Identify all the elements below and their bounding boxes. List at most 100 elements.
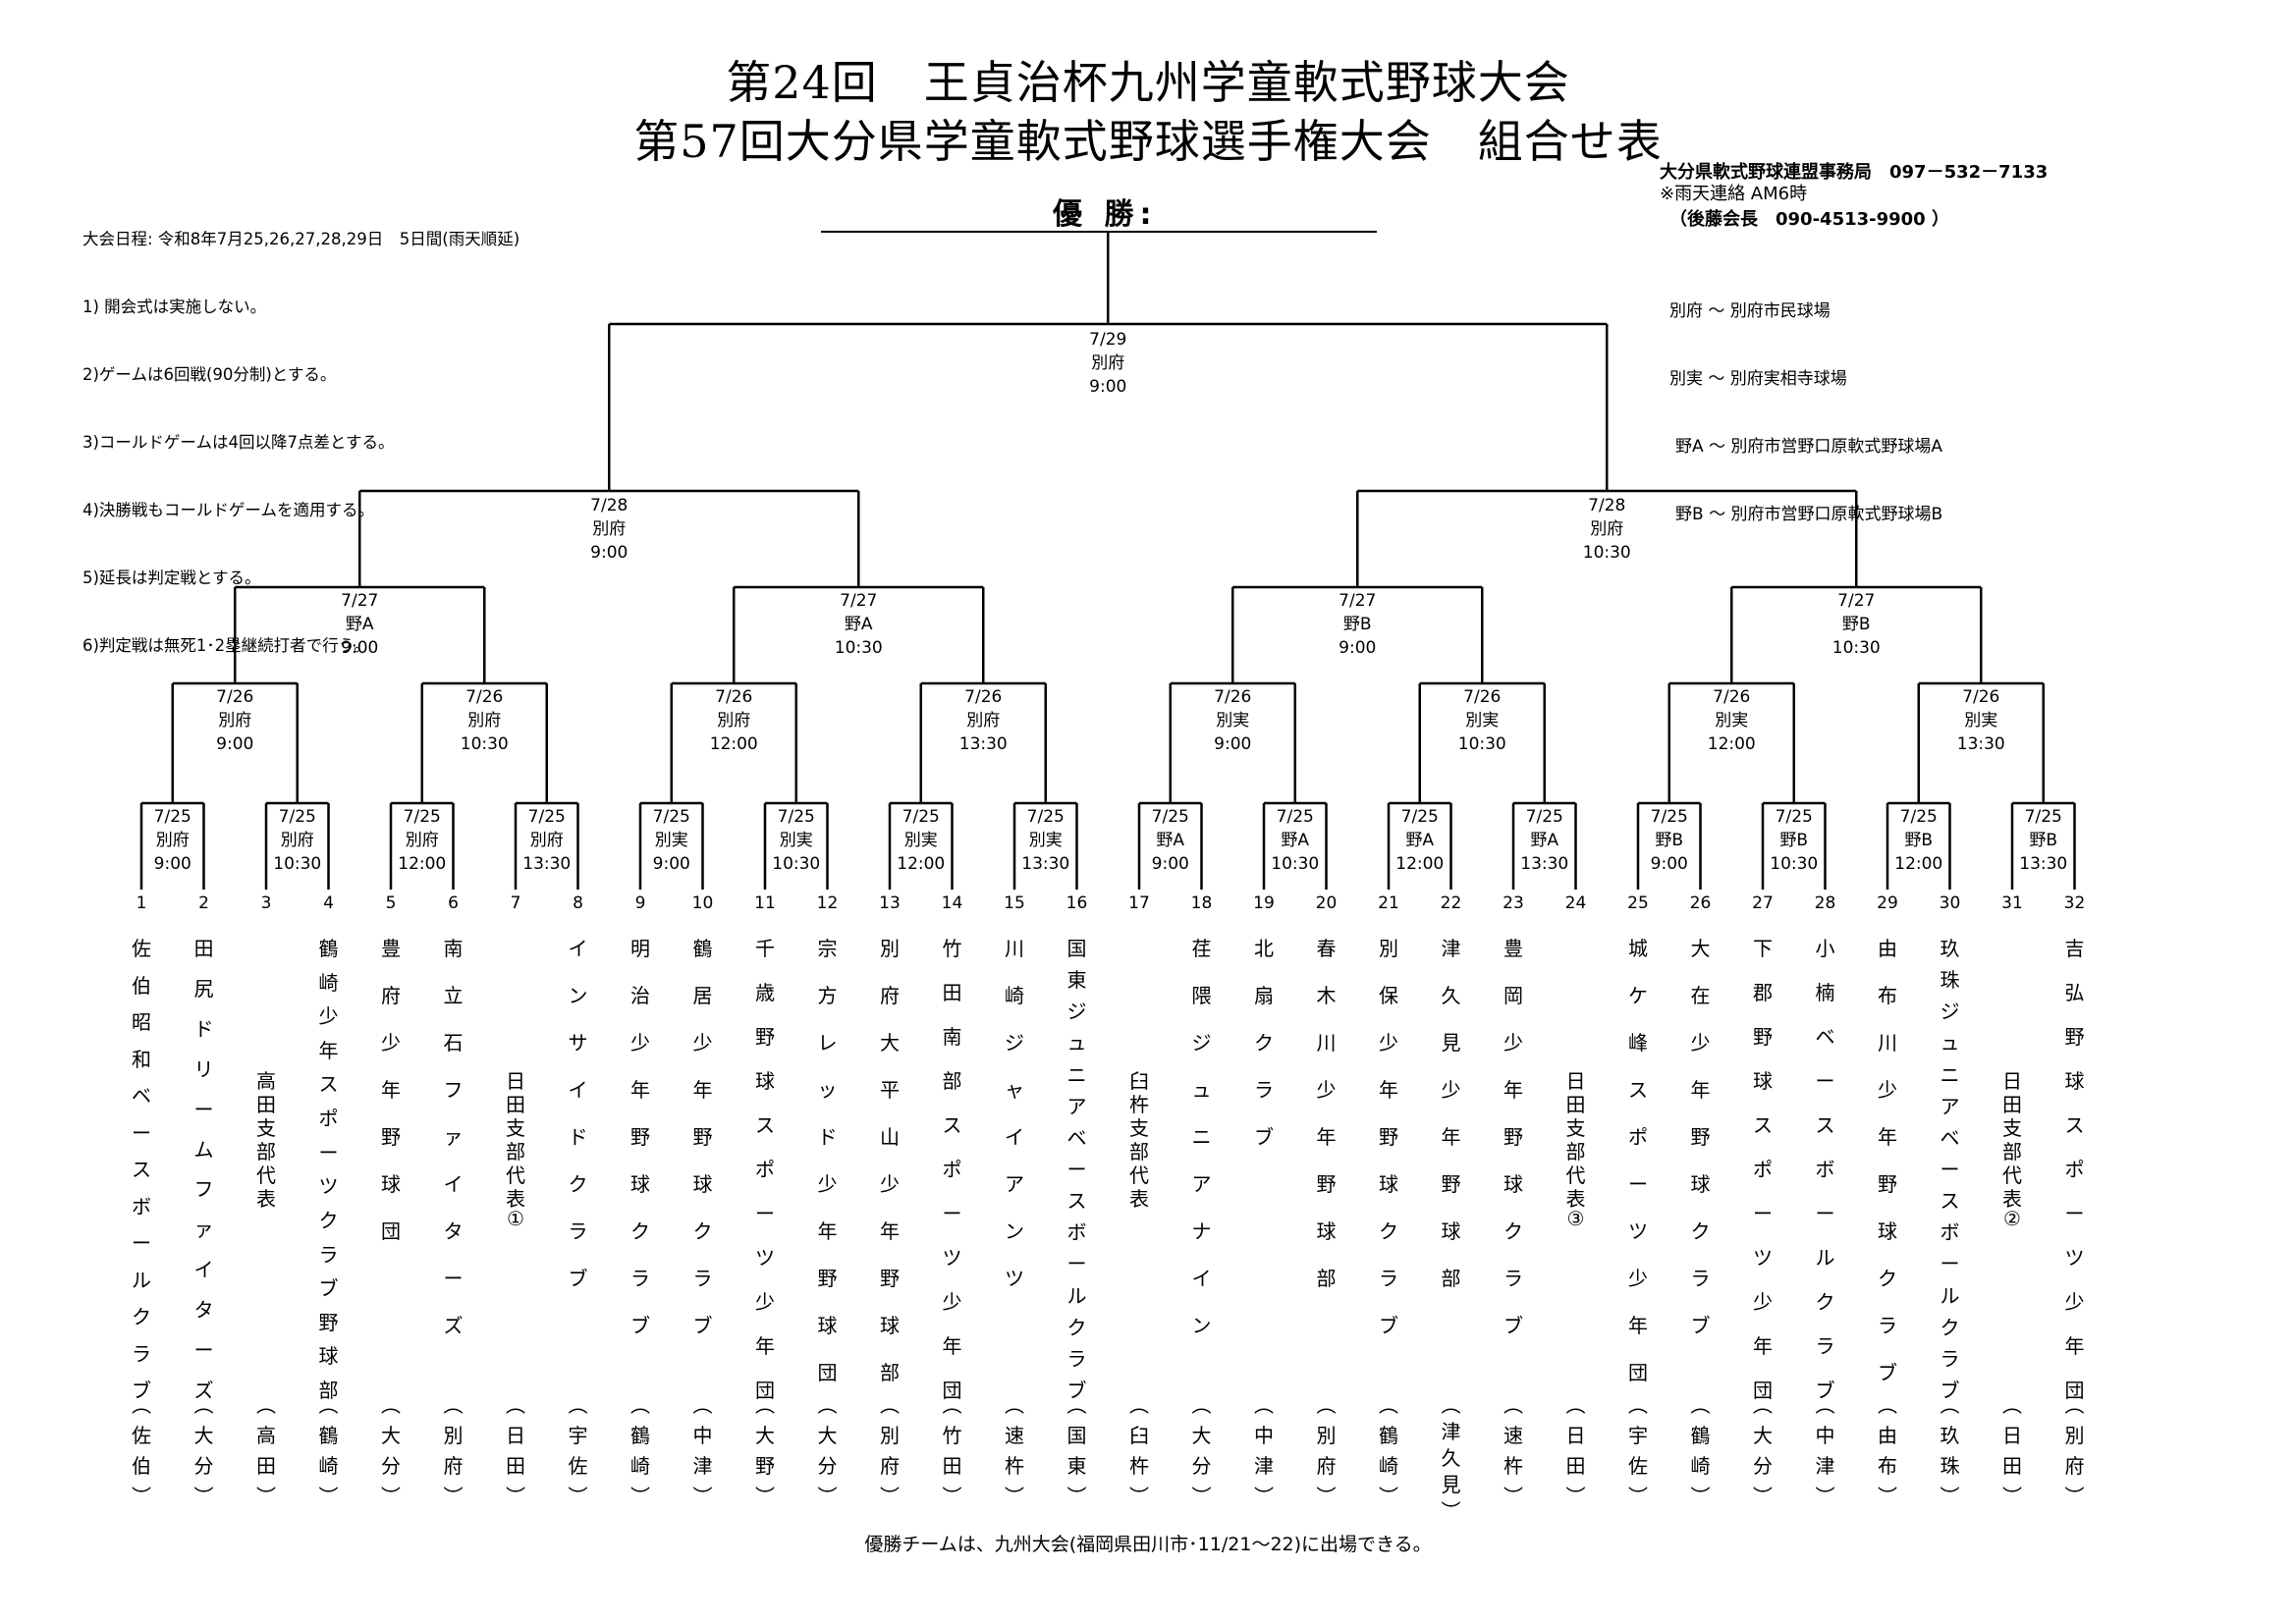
team-name-char: 年 — [817, 1219, 838, 1243]
team-name-char: 球 — [2064, 1069, 2085, 1093]
team-area-char: ︶ — [1878, 1485, 1897, 1508]
team-name-char: 治 — [630, 984, 650, 1007]
team-name-char: イ — [1191, 1267, 1212, 1290]
match-venue: 別府 — [280, 831, 314, 850]
team-name-char: 団 — [1628, 1361, 1648, 1384]
team-name-char: フ — [193, 1177, 214, 1202]
team-name-char: 別 — [880, 937, 900, 960]
team-name-char: 球 — [1878, 1219, 1897, 1243]
team-name-char: 田 — [942, 981, 962, 1004]
team-area-char: 速 — [1503, 1424, 1523, 1447]
team-name-char: 宗 — [817, 937, 838, 960]
team-name-char: 府 — [381, 984, 401, 1007]
team-name-char: 表 — [1129, 1187, 1149, 1211]
team-area-char: ︶ — [1129, 1485, 1149, 1508]
team-name-char: 少 — [1503, 1031, 1523, 1055]
rain-contact: ※雨天連絡 AM6時 — [1660, 184, 1808, 204]
team-name-char: ブ — [318, 1276, 339, 1301]
team-area-char: ︵ — [1753, 1393, 1773, 1417]
seat-number: 11 — [754, 893, 776, 913]
match-time: 12:00 — [1707, 734, 1756, 754]
match-time: 12:00 — [1395, 854, 1445, 874]
team-area-char: ︵ — [1254, 1393, 1274, 1417]
match-venue: 別実 — [1216, 711, 1250, 731]
team-name-char: 野 — [692, 1125, 713, 1149]
team-name-char: ジ — [1005, 1031, 1024, 1055]
team-name-char: ブ — [1379, 1314, 1398, 1337]
team-name-char: ブ — [132, 1379, 151, 1402]
team-area-char: 日 — [2002, 1424, 2022, 1447]
match-date: 7/26 — [465, 687, 504, 707]
team-name-char: ズ — [193, 1379, 214, 1402]
team-area-char: 田 — [1565, 1454, 1586, 1478]
match-venue: 別実 — [1715, 711, 1749, 731]
seat-number: 25 — [1627, 893, 1649, 913]
team-name-char: ツ — [1005, 1267, 1024, 1290]
team-area-char: 杵 — [1005, 1454, 1024, 1478]
team-name-char: ー — [942, 1202, 962, 1225]
team-name-char: 団 — [1753, 1379, 1773, 1402]
team-name-char: ボ — [132, 1194, 151, 1218]
team-name-char: 年 — [1753, 1334, 1773, 1358]
team-name-char: ー — [132, 1120, 151, 1145]
team-name-char: 田 — [193, 937, 214, 960]
match-date: 7/25 — [777, 807, 815, 827]
team-name-char: 田 — [256, 1093, 276, 1116]
team-name-char: ュ — [1191, 1078, 1212, 1102]
venue-item: 別実 ～ 別府実相寺球場 — [1669, 369, 1847, 389]
team-area-char: ︵ — [1940, 1393, 1960, 1417]
team-area-char: 見 — [1441, 1473, 1461, 1496]
match-venue: 別府 — [529, 831, 564, 850]
team-name-char: 球 — [1503, 1172, 1523, 1196]
seat-number: 17 — [1128, 893, 1150, 913]
office-contact: 大分県軟式野球連盟事務局 097－532－7133 — [1660, 162, 2049, 183]
seat-number: 20 — [1315, 893, 1338, 913]
match-venue: 野A — [844, 615, 873, 634]
match-time: 13:30 — [1021, 854, 1070, 874]
team-area-char: ︶ — [2064, 1485, 2085, 1508]
team-name-char: ー — [443, 1267, 464, 1290]
team-name-char: 年 — [942, 1334, 962, 1358]
team-area-char: 中 — [1254, 1424, 1274, 1447]
team-area-char: ︵ — [2064, 1393, 2085, 1417]
team-area-char: 珠 — [1940, 1454, 1960, 1478]
team-name-char: 部 — [1565, 1140, 1586, 1164]
team-name-char: 田 — [2002, 1093, 2022, 1116]
team-area-char: 鶴 — [318, 1424, 339, 1447]
team-name-char: 田 — [1565, 1093, 1586, 1116]
team-name-char: ン — [1191, 1314, 1212, 1337]
team-name-char: 団 — [381, 1219, 401, 1243]
team-area-char: ︶ — [2002, 1485, 2022, 1508]
team-name-char: ク — [692, 1219, 713, 1243]
team-area-char: 大 — [755, 1424, 775, 1447]
team-area-char: ︶ — [817, 1485, 838, 1508]
team-name-char: ス — [755, 1113, 775, 1137]
team-name-char: 布 — [1878, 984, 1897, 1007]
team-area-char: 大 — [381, 1424, 401, 1447]
team-name-char: ッ — [817, 1078, 838, 1102]
match-date: 7/25 — [1650, 807, 1688, 827]
team-area-char: 府 — [2064, 1454, 2085, 1478]
team-name-char: ア — [1005, 1172, 1024, 1196]
team-name-char: 少 — [1753, 1290, 1773, 1314]
team-name-char: イ — [193, 1258, 214, 1282]
match-time: 12:00 — [398, 854, 447, 874]
match-date: 7/25 — [1525, 807, 1563, 827]
team-name-char: 尻 — [193, 976, 214, 1001]
team-area-char: ︶ — [630, 1485, 650, 1508]
team-area-char: ︶ — [1940, 1485, 1960, 1508]
team-name-char: ア — [1066, 1094, 1087, 1118]
team-name-char: ラ — [692, 1267, 713, 1290]
team-name-char: 団 — [817, 1361, 838, 1384]
team-name-char: ス — [1066, 1189, 1087, 1214]
team-area-char: ︶ — [568, 1485, 588, 1508]
team-name-char: 部 — [506, 1140, 525, 1164]
team-name-char: 小 — [1815, 937, 1835, 960]
match-date: 7/26 — [964, 687, 1003, 707]
match-time: 12:00 — [709, 734, 758, 754]
team-area-char: 府 — [880, 1454, 900, 1478]
team-name-char: ド — [817, 1125, 838, 1149]
team-name-char: ム — [193, 1137, 214, 1162]
seat-number: 30 — [1939, 893, 1961, 913]
